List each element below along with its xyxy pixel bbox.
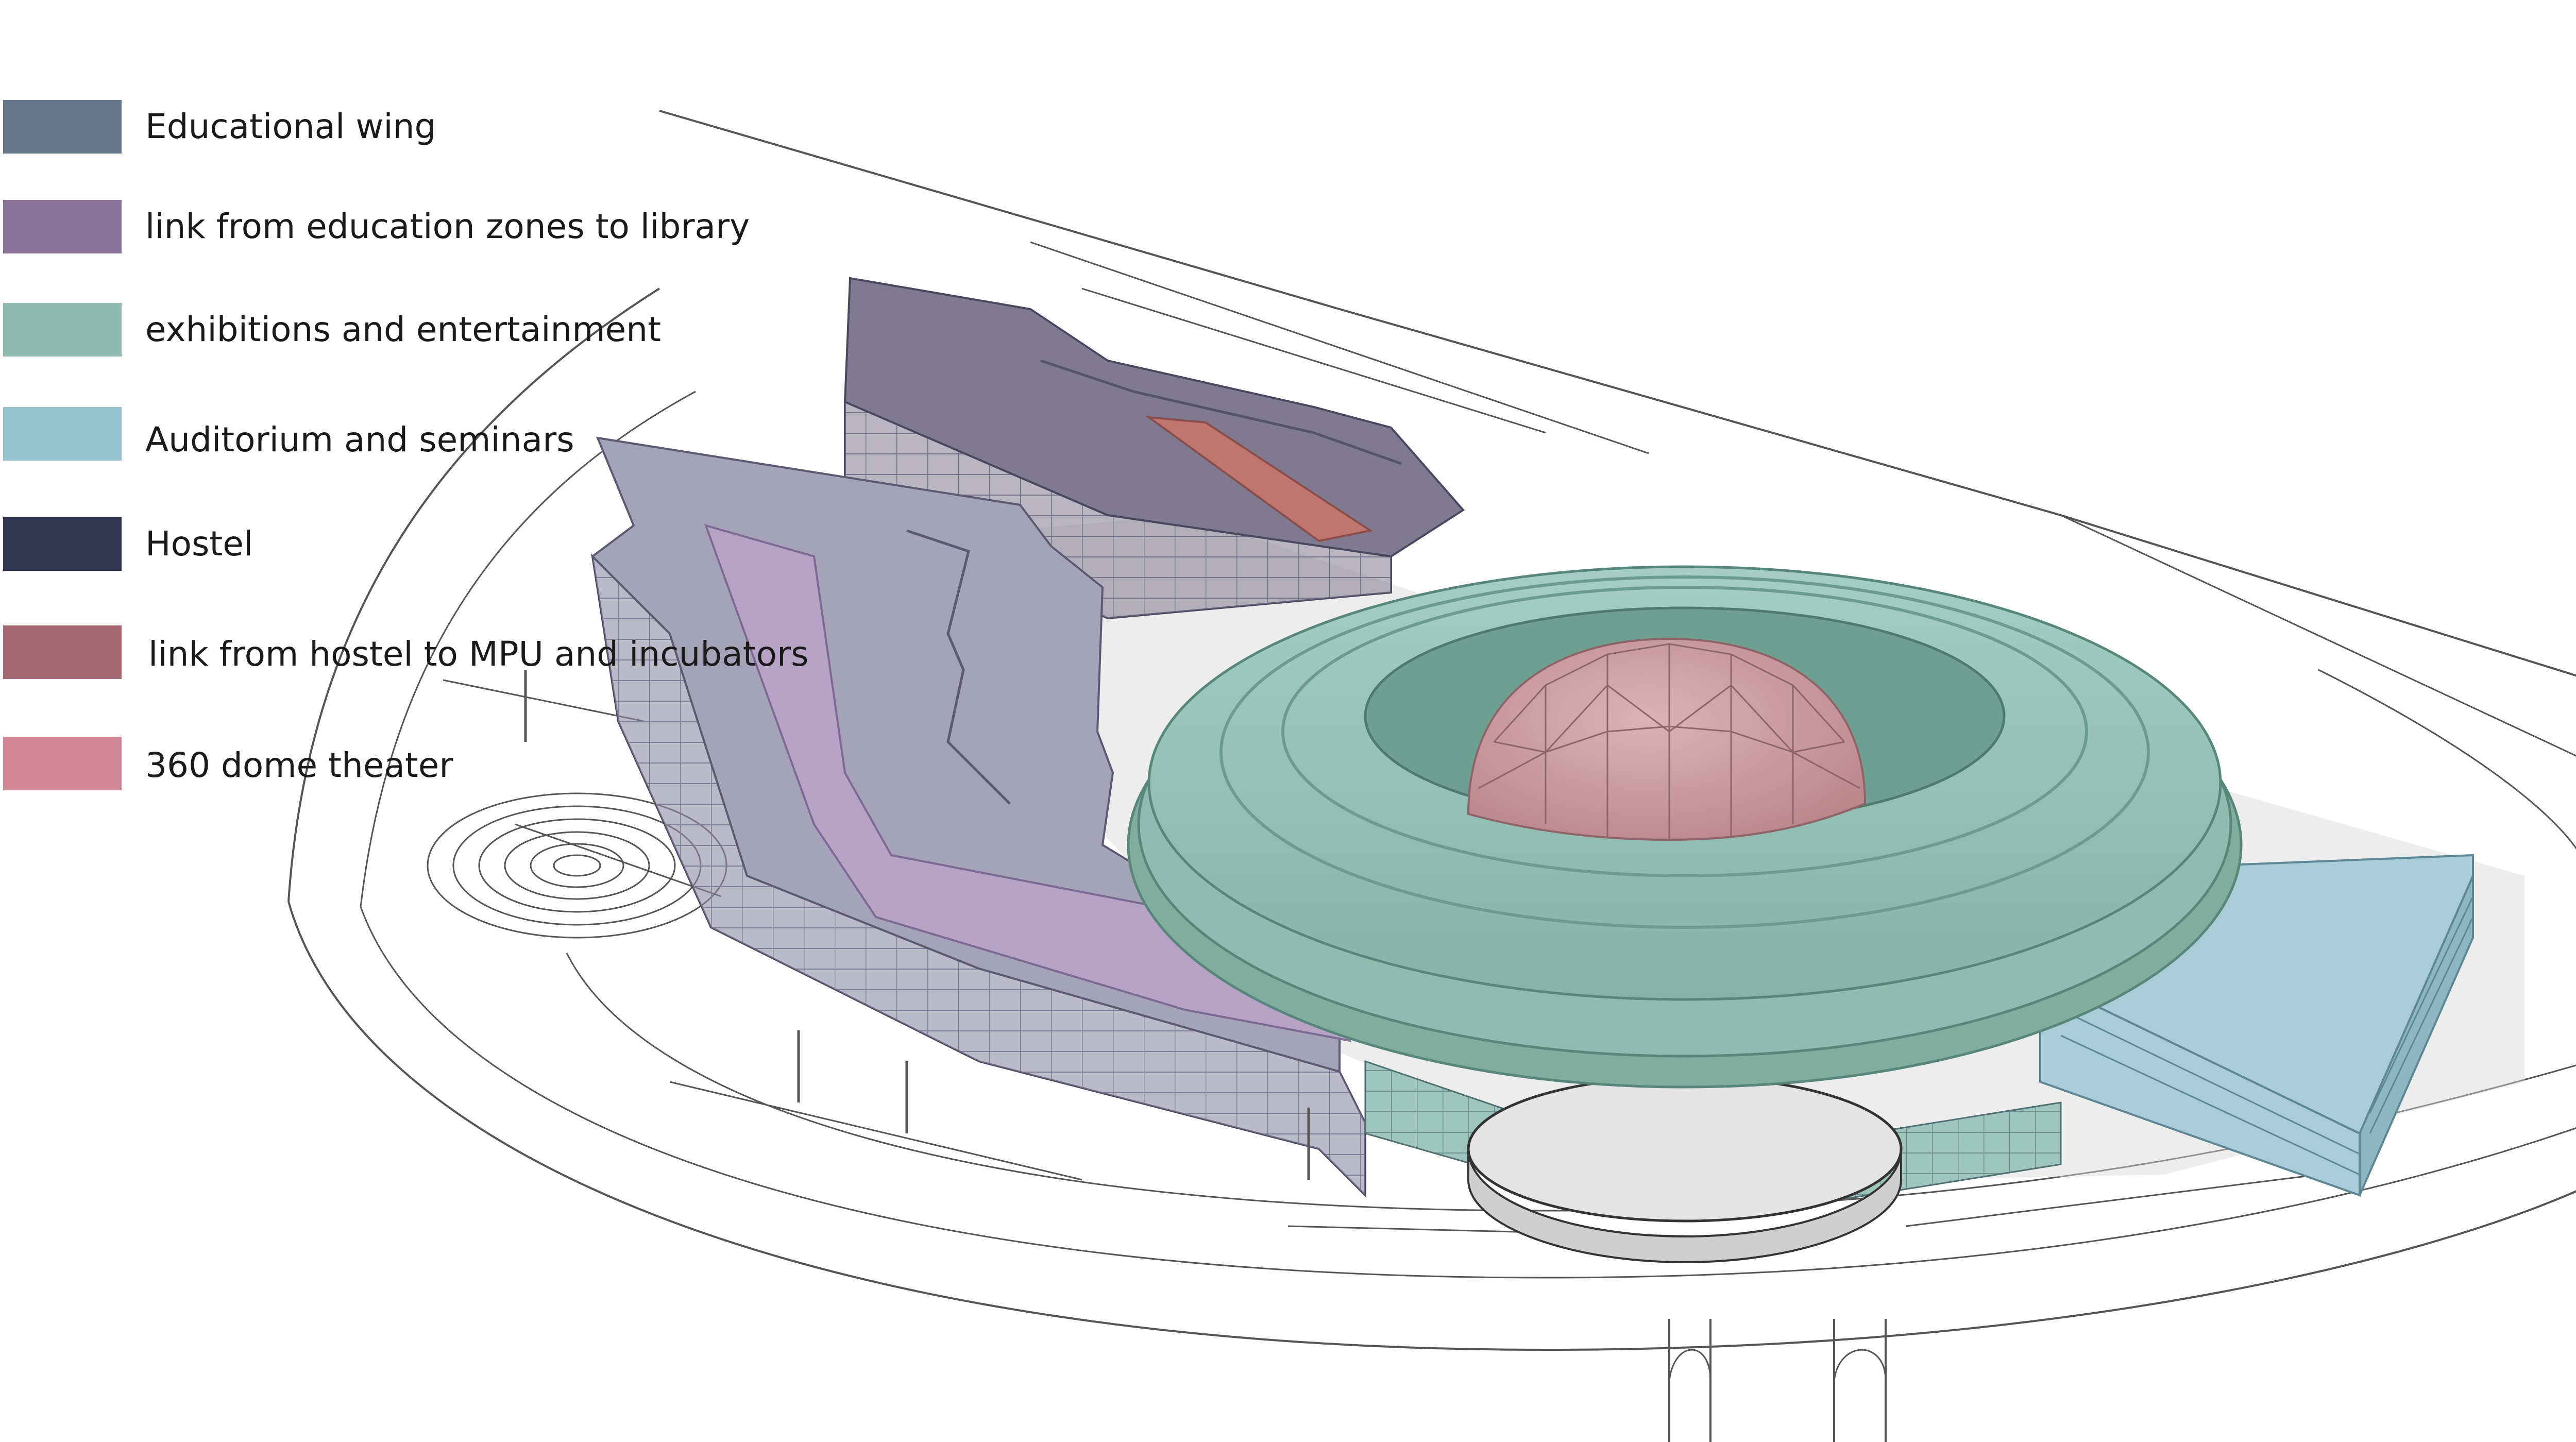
- legend-swatch: [3, 737, 122, 790]
- legend-item-link-hostel-mpu: link from hostel to MPU and incubators: [3, 625, 809, 682]
- hostel-roof-edge: [1040, 359, 1402, 465]
- legend-item-dome-theater: 360 dome theater: [3, 737, 807, 793]
- legend-label: link from education zones to library: [145, 207, 750, 246]
- legend-label: exhibitions and entertainment: [145, 310, 661, 349]
- site-road-lines: [443, 679, 2319, 1237]
- site-boundary-inner: [360, 391, 2576, 1279]
- legend-swatch: [3, 407, 122, 461]
- legend-label: 360 dome theater: [145, 745, 453, 785]
- legend-item-exhibitions-entertainment: exhibitions and entertainment: [3, 303, 807, 360]
- legend-label: Educational wing: [145, 107, 436, 146]
- legend-swatch: [3, 200, 122, 253]
- site-boundary-outer: [287, 110, 2576, 1351]
- legend: Educational wing link from education zon…: [0, 0, 824, 824]
- education-facade-fill: [592, 556, 1365, 1195]
- hostel-facade-fill: [845, 402, 1391, 618]
- legend-swatch: [3, 517, 122, 571]
- site-upper-road: [1030, 241, 2576, 757]
- legend-swatch: [3, 625, 122, 679]
- education-roof-ridge: [906, 529, 1011, 805]
- site-plan: [287, 110, 2576, 1442]
- drum-side: [1467, 1148, 1902, 1264]
- site-entrance-curves: [1668, 1349, 1887, 1381]
- dome-theater: [1467, 637, 1867, 841]
- legend-label: Auditorium and seminars: [145, 420, 574, 460]
- dome-geodesic-lines: [1478, 643, 1860, 840]
- legend-item-educational-wing: Educational wing: [3, 100, 807, 157]
- legend-item-hostel: Hostel: [3, 517, 807, 574]
- ring-step-1: [1219, 575, 2150, 929]
- legend-label: Hostel: [145, 524, 253, 564]
- legend-swatch: [3, 303, 122, 357]
- legend-item-auditorium-seminars: Auditorium and seminars: [3, 407, 807, 464]
- lamp-posts: [524, 670, 1310, 1180]
- dome-shell: [1467, 637, 1867, 841]
- site-entrance-road: [1668, 1319, 1887, 1442]
- ring-podium: [1364, 1060, 2062, 1264]
- drum-base: [1467, 1075, 1903, 1223]
- legend-swatch: [3, 100, 122, 154]
- auditorium-facade-lines: [2060, 896, 2474, 1176]
- link-hostel-mpu-volume: [1145, 416, 1374, 542]
- legend-item-link-education-library: link from education zones to library: [3, 200, 807, 257]
- ring-step-2: [1281, 586, 2088, 877]
- legend-label: link from hostel to MPU and incubators: [148, 634, 809, 674]
- site-curb-east: [2318, 669, 2576, 850]
